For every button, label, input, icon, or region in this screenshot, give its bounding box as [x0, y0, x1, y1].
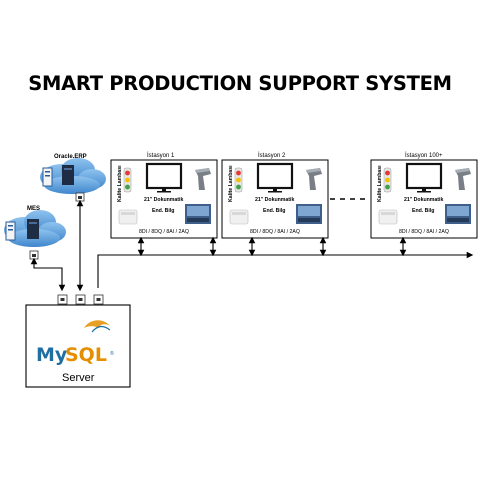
- barcode-scanner-icon: [306, 168, 322, 190]
- industrial-pc-icon: [296, 204, 322, 224]
- station-name: İstasyon 1: [147, 152, 175, 159]
- erp-cloud: Oracle.ERP: [40, 154, 106, 202]
- label-printer-icon: [229, 209, 249, 225]
- industrial-pc-icon: [445, 204, 471, 224]
- station-box: İstasyon 100+ Kalite Lambası 21" Dokunma…: [370, 152, 478, 239]
- page-title: SMART PRODUCTION SUPPORT SYSTEM: [28, 72, 452, 95]
- pc-tower-icon: [27, 219, 39, 239]
- io-spec-label: 8DI / 8DQ / 8AI / 2AQ: [399, 229, 449, 235]
- station-box: İstasyon 1 Kalite Lambası 21" Dokunmatik…: [110, 152, 218, 239]
- signal-lamp-icon: [234, 167, 243, 193]
- ethernet-port-icon: [93, 294, 104, 305]
- ethernet-port-icon: [57, 294, 68, 305]
- server-label: Server: [62, 372, 95, 384]
- ethernet-port-icon: [75, 192, 85, 202]
- quality-lamp-label: Kalite Lambası: [377, 165, 383, 202]
- signal-lamp-icon: [123, 167, 132, 193]
- server-tower-icon: [5, 221, 16, 241]
- industrial-pc-icon: [185, 204, 211, 224]
- label-printer-icon: [118, 209, 138, 225]
- monitor-icon: [145, 162, 183, 193]
- server-box: My SQL ® Server: [25, 294, 131, 388]
- label-printer-icon: [378, 209, 398, 225]
- erp-cloud-label: Oracle.ERP: [54, 154, 87, 160]
- mes-cloud: MES: [4, 206, 66, 260]
- station-box: İstasyon 2 Kalite Lambası 21" Dokunmatik…: [221, 152, 329, 239]
- monitor-label: 21" Dokunmatik: [255, 197, 294, 203]
- barcode-scanner-icon: [195, 168, 211, 190]
- device-label: End. Bilg: [152, 208, 174, 214]
- monitor-label: 21" Dokunmatik: [144, 197, 183, 203]
- device-label: End. Bilg: [263, 208, 285, 214]
- barcode-scanner-icon: [455, 168, 471, 190]
- quality-lamp-label: Kalite Lambası: [117, 165, 123, 202]
- monitor-icon: [405, 162, 443, 193]
- mysql-logo-text-my: My: [36, 344, 68, 366]
- mes-cloud-label: MES: [27, 206, 40, 212]
- pc-tower-icon: [62, 165, 74, 185]
- station-bus-links: [137, 236, 407, 257]
- monitor-label: 21" Dokunmatik: [404, 197, 443, 203]
- cloud-connectors: [30, 199, 474, 292]
- station-name: İstasyon 2: [258, 152, 286, 159]
- mysql-logo-text-sql: SQL: [65, 344, 107, 366]
- io-spec-label: 8DI / 8DQ / 8AI / 2AQ: [139, 229, 189, 235]
- device-label: End. Bilg: [412, 208, 434, 214]
- mysql-trademark: ®: [110, 350, 114, 357]
- station-name: İstasyon 100+: [405, 152, 443, 159]
- ethernet-port-icon: [75, 294, 86, 305]
- monitor-icon: [256, 162, 294, 193]
- signal-lamp-icon: [383, 167, 392, 193]
- quality-lamp-label: Kalite Lambası: [228, 165, 234, 202]
- ethernet-port-icon: [29, 250, 39, 260]
- server-tower-icon: [42, 167, 53, 187]
- io-spec-label: 8DI / 8DQ / 8AI / 2AQ: [250, 229, 300, 235]
- mysql-logo: My SQL ®: [36, 320, 114, 366]
